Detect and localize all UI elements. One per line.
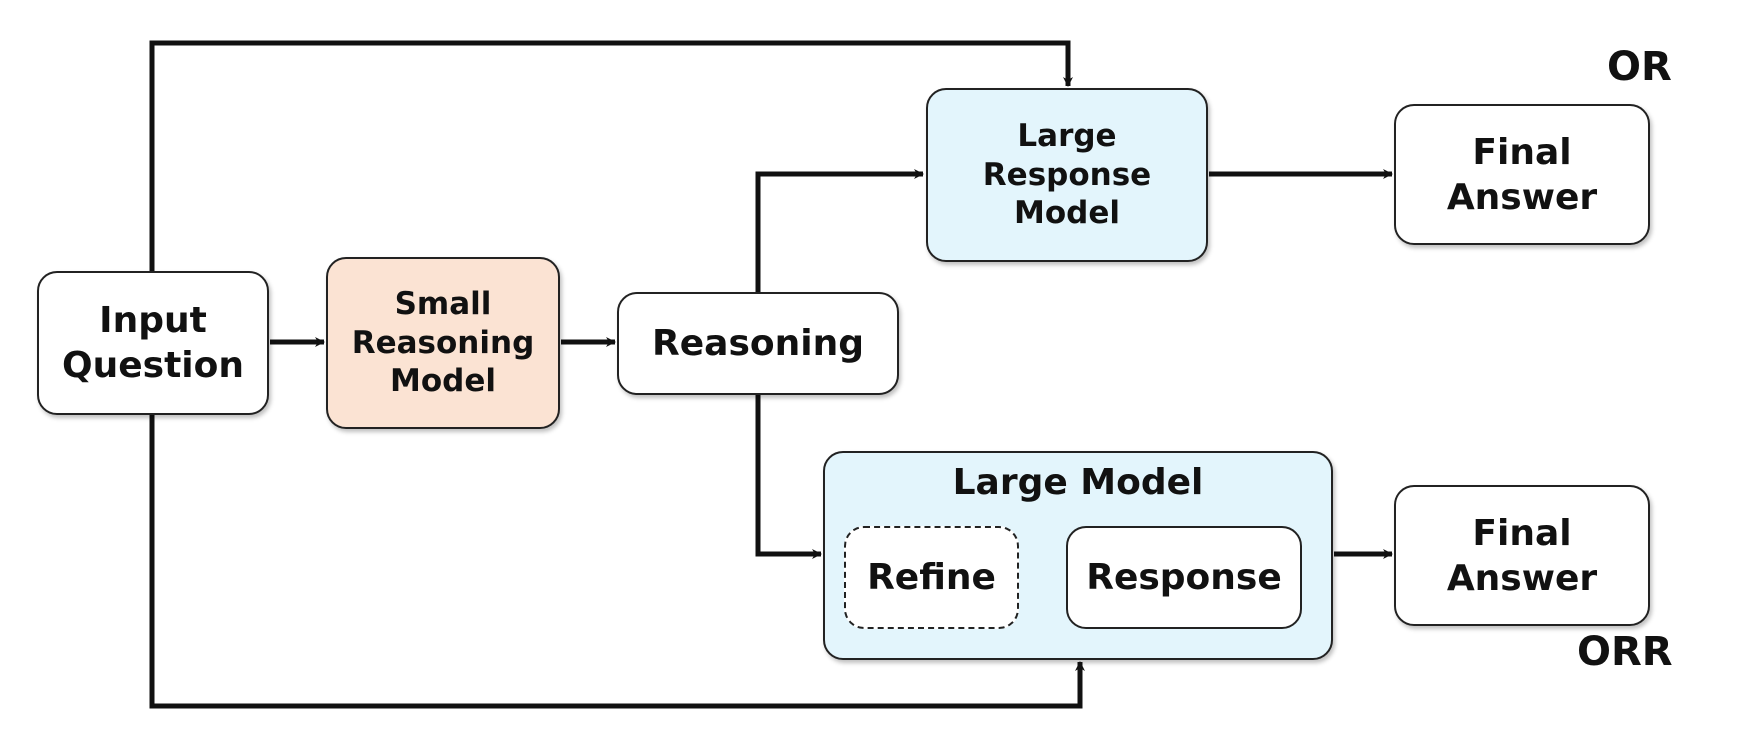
- reasoning-label: Reasoning: [652, 323, 864, 364]
- refine-node: Refine: [844, 526, 1019, 629]
- orr-tag: ORR: [1577, 629, 1673, 675]
- reasoning-node: Reasoning: [617, 292, 899, 395]
- or-tag: OR: [1607, 44, 1672, 90]
- refine-label: Refine: [867, 557, 996, 598]
- final-answer-bottom-node: Final Answer: [1394, 485, 1650, 626]
- final-answer-top-label: Final Answer: [1446, 131, 1598, 218]
- arrow-input-bypass-bottom: [149, 414, 1085, 709]
- arrow-input-bypass-top: [149, 40, 1073, 271]
- final-answer-top-node: Final Answer: [1394, 104, 1650, 245]
- large-response-model-label: Large Response Model: [982, 117, 1152, 232]
- small-reasoning-model-label: Small Reasoning Model: [351, 285, 535, 400]
- input-question-label: Input Question: [62, 300, 244, 386]
- large-model-title: Large Model: [952, 462, 1204, 503]
- small-reasoning-model-node: Small Reasoning Model: [326, 257, 560, 429]
- arrow-reasoning-to-large-model: [755, 394, 822, 559]
- input-question-node: Input Question: [37, 271, 269, 415]
- large-response-model-node: Large Response Model: [926, 88, 1208, 262]
- response-node: Response: [1066, 526, 1302, 629]
- final-answer-bottom-label: Final Answer: [1446, 512, 1598, 599]
- response-label: Response: [1086, 557, 1282, 598]
- arrow-reasoning-to-large-response-model: [755, 169, 924, 293]
